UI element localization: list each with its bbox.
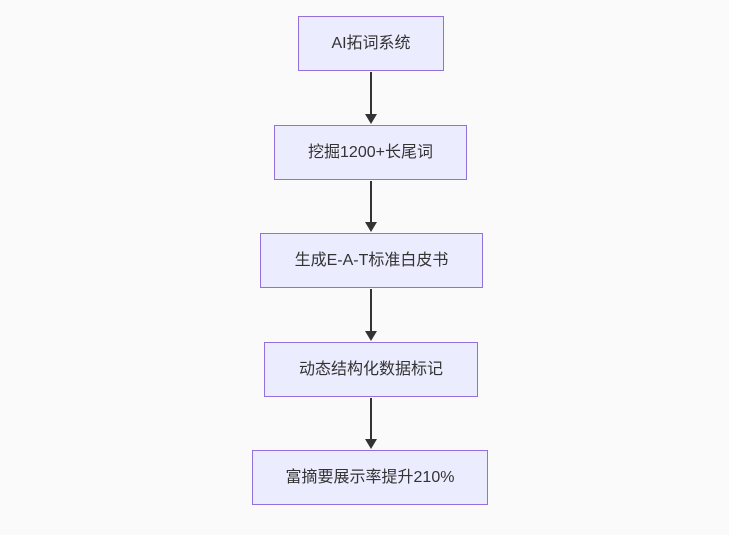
flow-node-label: 富摘要展示率提升210% [285, 468, 455, 486]
arrowhead-down-icon [364, 222, 377, 232]
flow-node-structured-data-markup: 动态结构化数据标记 [264, 342, 478, 397]
flow-arrow-3 [364, 289, 377, 341]
flow-node-label: AI拓词系统 [331, 34, 411, 52]
flow-node-label: 动态结构化数据标记 [298, 360, 443, 378]
flow-node-eat-whitepaper: 生成E-A-T标准白皮书 [260, 233, 483, 288]
flow-node-label: 挖掘1200+长尾词 [308, 143, 433, 161]
flow-arrow-2 [364, 181, 377, 232]
arrow-shaft [369, 289, 372, 333]
flow-node-label: 生成E-A-T标准白皮书 [294, 251, 449, 269]
flow-arrow-1 [364, 72, 377, 124]
arrowhead-down-icon [364, 114, 377, 124]
flow-arrow-4 [364, 398, 377, 449]
flow-node-longtail-mining: 挖掘1200+长尾词 [274, 125, 467, 180]
arrow-shaft [369, 398, 372, 441]
flow-node-ai-keyword-system: AI拓词系统 [298, 16, 444, 71]
arrowhead-down-icon [364, 331, 377, 341]
arrowhead-down-icon [364, 439, 377, 449]
arrow-shaft [369, 181, 372, 224]
flow-node-rich-snippet-result: 富摘要展示率提升210% [252, 450, 488, 505]
arrow-shaft [369, 72, 372, 116]
